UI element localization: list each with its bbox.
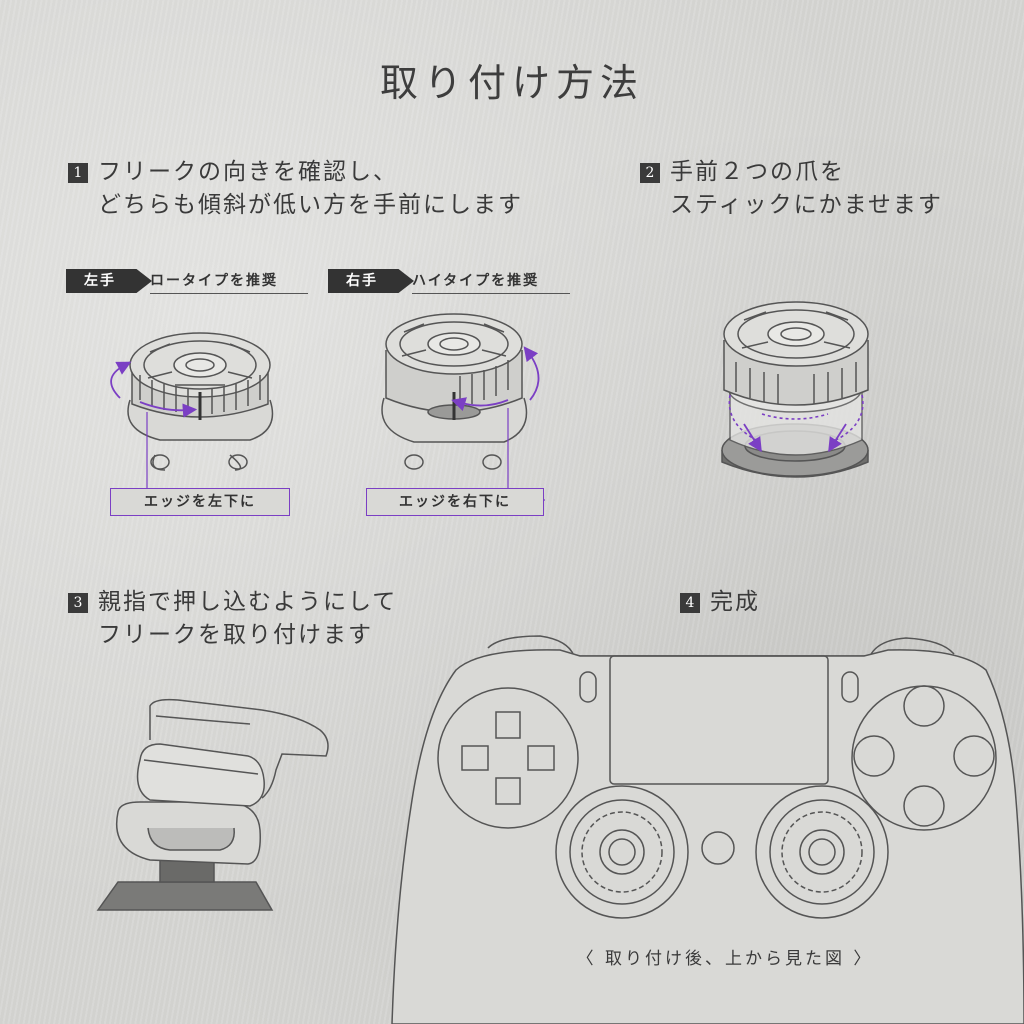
rotate-arrow-left <box>110 361 132 399</box>
step-4-line1: 完成 <box>710 589 760 615</box>
step-1-line2: どちらも傾斜が低い方を手前にします <box>98 192 523 218</box>
step-3-line2: フリークを取り付けます <box>98 622 373 648</box>
claw-arrow-left <box>743 423 762 453</box>
left-hand-recommendation: ロータイプを推奨 <box>150 269 308 294</box>
step-1-line1: フリークの向きを確認し、 <box>98 159 398 185</box>
step-2-text: 2 手前２つの爪を スティックにかませます <box>640 156 943 222</box>
controller-top-view-illustration <box>391 635 1024 1024</box>
right-hand-tag: 右手 ハイタイプを推奨 <box>328 269 578 294</box>
step-number-2: 2 <box>640 163 660 183</box>
step-number-1: 1 <box>68 163 88 183</box>
claw-arrow-right <box>828 423 847 453</box>
step-1-text: 1 フリークの向きを確認し、 どちらも傾斜が低い方を手前にします <box>68 156 523 222</box>
step-3-line1: 親指で押し込むようにして <box>98 589 398 615</box>
right-hand-badge: 右手 <box>328 269 414 293</box>
page-title: 取り付け方法 <box>379 61 644 105</box>
step2-freek-on-stick-illustration <box>721 301 869 478</box>
step-number-4: 4 <box>680 593 700 613</box>
high-type-freek-illustration <box>381 313 528 470</box>
step-number-3: 3 <box>68 593 88 613</box>
right-hand-recommendation: ハイタイプを推奨 <box>412 269 570 294</box>
left-hand-badge: 左手 <box>66 269 152 293</box>
step3-thumb-press-illustration <box>96 698 329 911</box>
rotate-arrow-left-bottom <box>139 401 198 418</box>
step-4-text: 4 完成 <box>680 586 760 619</box>
claw-dashed-center <box>761 413 829 420</box>
left-hand-tag: 左手 ロータイプを推奨 <box>66 269 316 294</box>
low-type-freek-illustration <box>127 332 274 471</box>
left-edge-note: エッジを左下に <box>110 488 290 516</box>
step-2-line2: スティックにかませます <box>670 192 943 218</box>
step-3-text: 3 親指で押し込むようにして フリークを取り付けます <box>68 586 397 652</box>
rotate-arrow-right <box>523 346 540 401</box>
right-edge-note: エッジを右下に <box>366 488 544 516</box>
step-2-line1: 手前２つの爪を <box>670 159 845 185</box>
top-view-caption: 〈 取り付け後、上から見た図 〉 <box>576 949 874 969</box>
rotate-arrow-right-bottom <box>451 397 509 411</box>
